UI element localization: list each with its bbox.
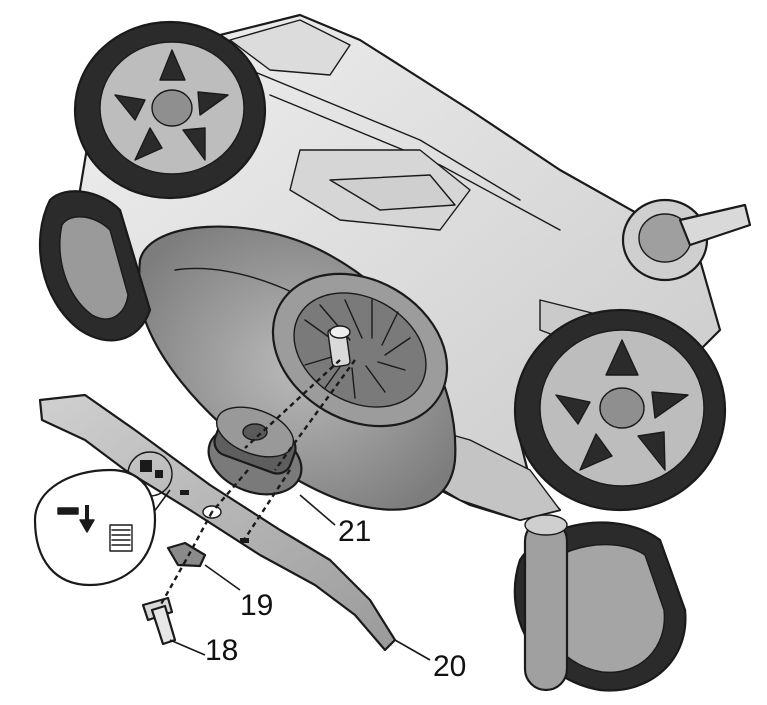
callout-18: 18 [205, 634, 238, 667]
rotation-arrow-icon [57, 505, 95, 533]
wheel-right-front [513, 308, 727, 512]
wheel-left-rear [38, 190, 152, 342]
callout-21: 21 [338, 515, 371, 548]
blade [38, 393, 397, 652]
washer [166, 541, 207, 568]
detail-magnifier [33, 451, 173, 587]
callout-20: 20 [433, 650, 466, 683]
wheel-top-left [73, 20, 267, 200]
blade-adapter [207, 406, 303, 496]
callout-leaders [169, 494, 431, 661]
rear-handle-stub [523, 514, 569, 692]
blade-marking-icon [109, 524, 133, 552]
callout-19: 19 [240, 589, 273, 622]
assembly-lines [158, 359, 356, 607]
height-adjust-knob [621, 198, 752, 282]
screw [141, 596, 177, 646]
motor-fan-housing [271, 272, 449, 428]
